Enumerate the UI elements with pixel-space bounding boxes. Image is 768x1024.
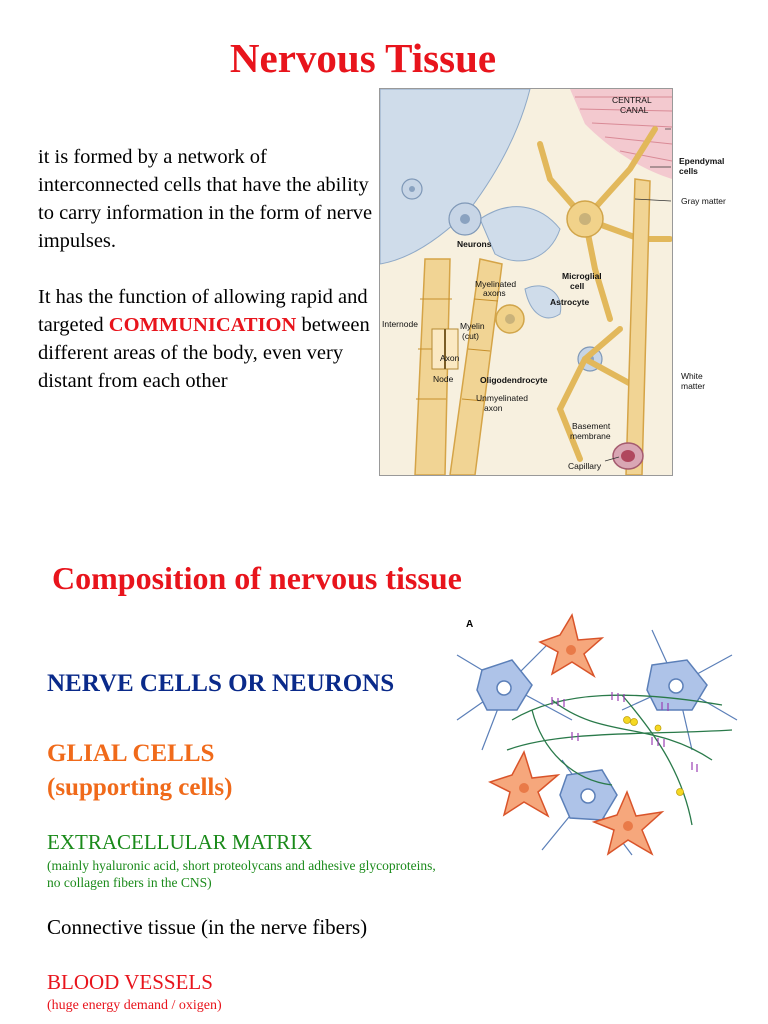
label-myelin: Myelin [460, 321, 485, 331]
glial-subtitle: (supporting cells) [47, 774, 233, 801]
label-neurons: Neurons [457, 239, 492, 249]
label-basement-2: membrane [570, 431, 611, 441]
label-gray-matter: Gray matter [681, 196, 726, 206]
label-central-canal-2: CANAL [620, 105, 649, 115]
label-myelinated-2: axons [483, 288, 506, 298]
page-title: Nervous Tissue [229, 35, 497, 81]
composition-heading: Composition of nervous tissue [52, 560, 462, 596]
label-capillary: Capillary [568, 461, 602, 471]
intro-p2-start: It has the function of allowing rapid an… [38, 286, 368, 336]
intro-paragraph-2: It has the function of allowing rapid an… [38, 283, 383, 395]
label-astrocyte: Astrocyte [550, 297, 589, 307]
glial-title: GLIAL CELLS [47, 740, 215, 767]
item-neurons: NERVE CELLS OR NEURONS [47, 670, 395, 697]
label-myelinated: Myelinated [475, 279, 516, 289]
item-glial-cells: GLIAL CELLS (supporting cells) [47, 737, 232, 805]
label-basement: Basement [572, 421, 611, 431]
ecm-note-line-1: (mainly hyaluronic acid, short proteolyc… [47, 858, 436, 873]
label-internode: Internode [382, 319, 418, 329]
item-extracellular-matrix: EXTRACELLULAR MATRIX [47, 830, 313, 854]
label-microglial-2: cell [570, 281, 584, 291]
panel-label: A [466, 619, 473, 630]
ecm-note: (mainly hyaluronic acid, short proteolyc… [47, 857, 527, 891]
blood-vessels-note: (huge energy demand / oxigen) [47, 998, 222, 1013]
intro-p2-end: between different areas of the body, eve… [38, 314, 370, 392]
intro-text: it is formed by a network of interconnec… [38, 143, 383, 423]
label-unmyelinated-2: axon [484, 403, 503, 413]
ecm-note-line-2: no collagen fibers in the CNS) [47, 875, 212, 890]
label-node: Node [433, 374, 454, 384]
label-microglial: Microglial [562, 271, 602, 281]
item-connective-tissue: Connective tissue (in the nerve fibers) [47, 915, 368, 939]
communication-highlight: COMMUNICATION [108, 314, 297, 336]
label-oligodendrocyte: Oligodendrocyte [480, 375, 548, 385]
intro-paragraph-1: it is formed by a network of interconnec… [38, 146, 373, 252]
label-myelin-2: (cut) [462, 331, 479, 341]
item-blood-vessels: BLOOD VESSELS [47, 970, 213, 994]
nervous-tissue-illustration: CENTRAL CANAL Neurons Myelinated axons M… [379, 88, 673, 476]
label-axon: Axon [440, 353, 460, 363]
label-central-canal: CENTRAL [612, 95, 652, 105]
label-unmyelinated: Unmyelinated [476, 393, 528, 403]
glia-matrix-illustration: A [452, 610, 742, 875]
